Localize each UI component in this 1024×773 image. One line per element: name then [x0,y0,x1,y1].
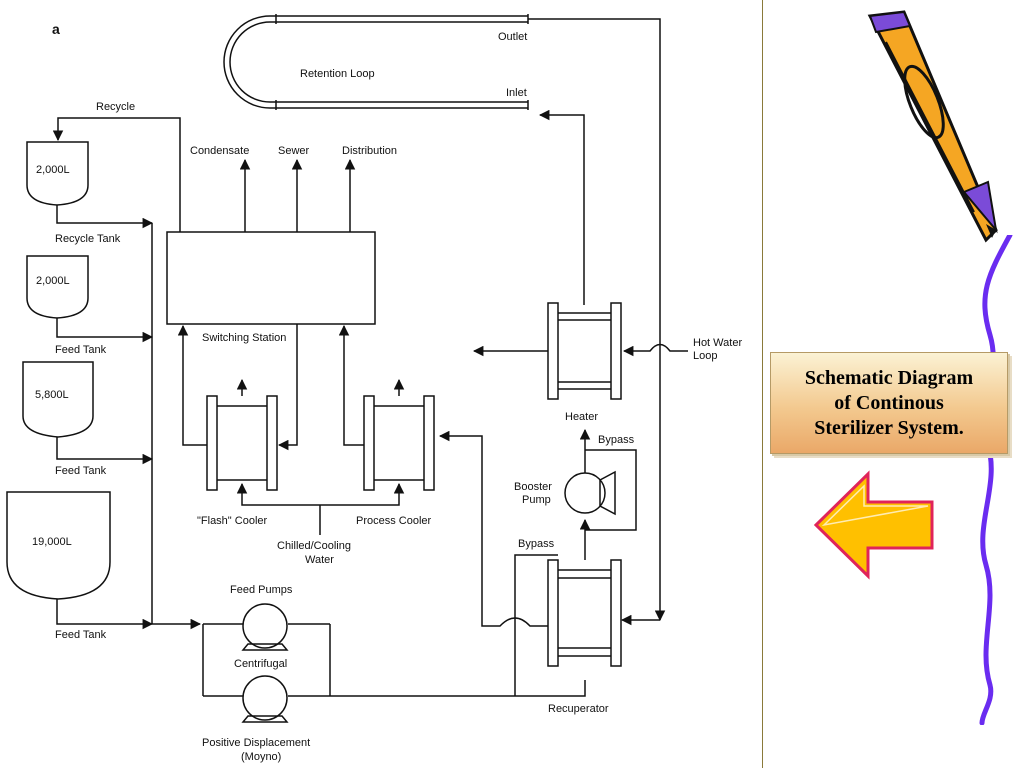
centrifugal-label: Centrifugal [234,658,287,670]
process-cooler [363,395,435,491]
sewer-label: Sewer [278,145,310,157]
caption-line-1: Schematic Diagram [804,366,974,389]
chilled-water-label-1: Chilled/Cooling [277,540,351,552]
moyno-label: (Moyno) [241,751,281,763]
caption-line-2: of Continous [834,391,944,414]
caption-line-3: Sterilizer System. [814,416,964,439]
retention-loop-pipe [223,15,528,109]
feed-tank-label-3: Feed Tank [55,629,107,641]
condensate-label: Condensate [190,145,249,157]
recycle-line [52,117,181,232]
left-arrow-icon [813,470,934,580]
flash-cooler-label: "Flash" Cooler [197,515,268,527]
switching-station-label: Switching Station [202,332,286,344]
bypass-top-label: Bypass [598,434,635,446]
recuperator [547,559,622,667]
tank-3 [22,361,94,438]
positive-displacement-label: Positive Displacement [202,737,310,749]
tank-4-volume: 19,000L [32,536,72,548]
feed-tank-label-1: Feed Tank [55,344,107,356]
wavy-line-decoration [979,235,1013,725]
inlet-line [538,109,585,305]
distribution-label: Distribution [342,145,397,157]
pencil-icon [867,10,998,243]
tank-2-volume: 2,000L [36,275,70,287]
recycle-label: Recycle [96,101,135,113]
chilled-water-label-2: Water [305,554,334,566]
feed-pumps-label: Feed Pumps [230,584,293,596]
bypass-bottom-label: Bypass [518,538,555,550]
heater [547,302,622,400]
tank-4 [6,491,111,600]
retention-loop-pipe-inner [229,21,528,103]
tank-1 [26,141,89,206]
retention-loop-label: Retention Loop [300,68,375,80]
tank-2 [26,255,89,319]
recuperator-label: Recuperator [548,703,609,715]
booster-pump-label-2: Pump [522,494,551,506]
tank-1-volume: 2,000L [36,164,70,176]
process-cooler-label: Process Cooler [356,515,432,527]
schematic-diagram: a Outlet Retention Loop Inlet Recycle Co… [6,14,742,763]
inlet-label: Inlet [506,87,527,99]
switching-station [166,231,376,325]
divider-line [762,0,763,768]
outlet-label: Outlet [498,31,527,43]
centrifugal-pump [242,603,288,649]
booster-pump-label-1: Booster [514,481,552,493]
booster-pump [564,472,606,514]
positive-displacement-pump [242,675,288,721]
panel-letter: a [52,21,60,37]
caption-box: Schematic Diagram of Continous Sterilize… [770,352,1008,454]
recycle-tank-label: Recycle Tank [55,233,121,245]
flash-cooler [206,395,278,491]
heater-label: Heater [565,411,598,423]
outlet-line [528,18,666,622]
hot-water-loop-label-1: Hot Water [693,337,742,349]
tank-3-volume: 5,800L [35,389,69,401]
hot-water-loop-label-2: Loop [693,350,717,362]
feed-tank-label-2: Feed Tank [55,465,107,477]
